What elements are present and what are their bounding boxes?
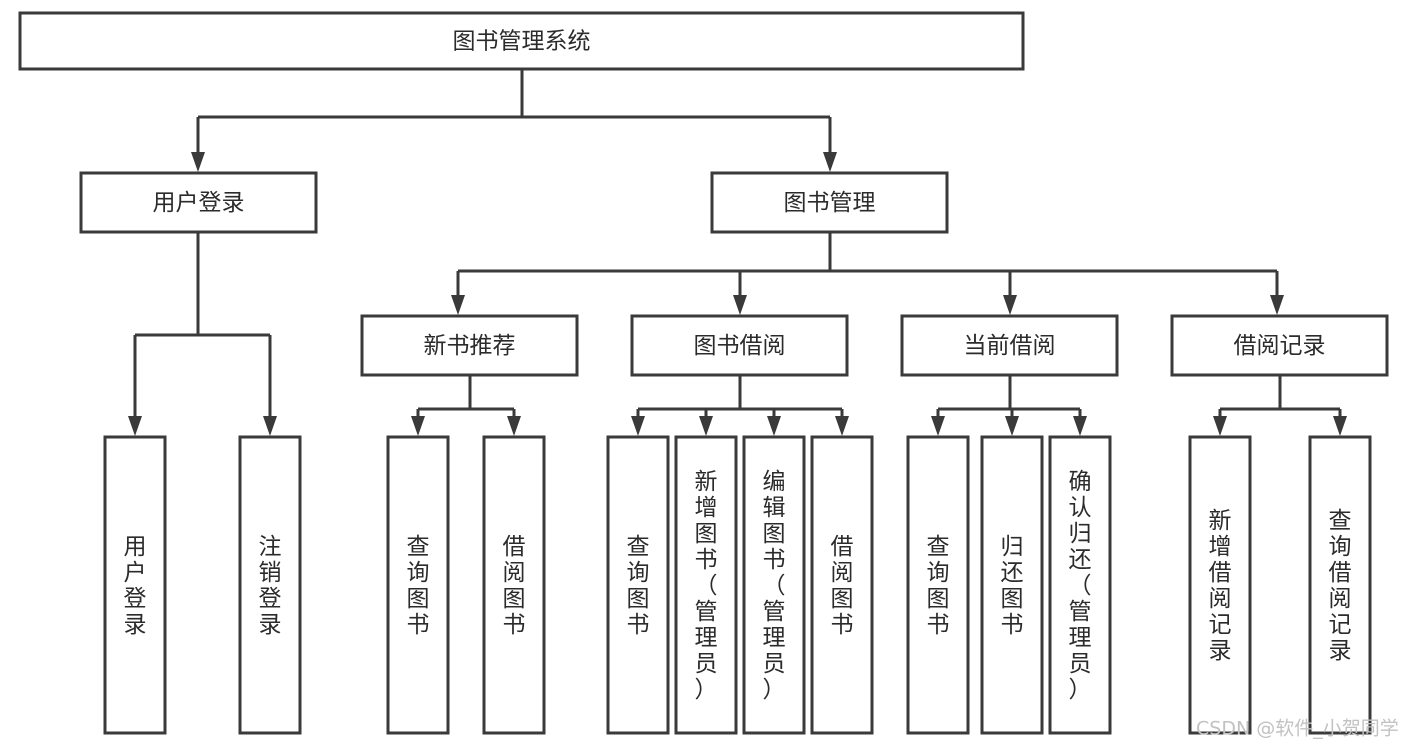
connector-arrow-icon	[451, 295, 465, 315]
node-leaf-add-book[interactable]: 新增图书（管理员）	[674, 435, 738, 735]
node-label-leaf-return-book: 归还图书	[1001, 534, 1024, 638]
node-label-user-login: 用户登录	[153, 190, 245, 216]
node-label-book-management: 图书管理	[784, 190, 876, 216]
node-label-root: 图书管理系统	[453, 29, 591, 55]
node-box-leaf-borrow-book[interactable]	[810, 435, 874, 735]
connector-arrow-icon	[1333, 416, 1347, 436]
node-borrow-record[interactable]: 借阅记录	[1170, 314, 1389, 377]
connector-arrow-icon	[411, 416, 425, 436]
node-box-leaf-edit-book[interactable]	[742, 435, 806, 735]
connector-arrow-icon	[631, 416, 645, 436]
connector-arrow-icon	[767, 416, 781, 436]
connector-arrow-icon	[1003, 295, 1017, 315]
node-box-leaf-query-borrow-record[interactable]	[1308, 435, 1372, 735]
connector-arrow-icon	[263, 416, 277, 436]
node-label-leaf-edit-book: 编辑图书（管理员）	[763, 469, 786, 703]
node-book-borrow[interactable]: 图书借阅	[630, 314, 849, 377]
connector-group-record-to-leaves	[1213, 375, 1347, 436]
node-label-leaf-add-book: 新增图书（管理员）	[695, 469, 718, 703]
node-box-leaf-query-book-recommend[interactable]	[386, 435, 450, 735]
connector-group-userlogin-to-leaves	[128, 232, 277, 436]
connector-arrow-icon	[733, 295, 747, 315]
node-label-book-borrow: 图书借阅	[694, 333, 786, 359]
nodes-layer: 图书管理系统用户登录图书管理新书推荐图书借阅当前借阅借阅记录用户登录注销登录查询…	[18, 11, 1389, 735]
node-leaf-borrow-book-recommend[interactable]: 借阅图书	[482, 435, 546, 735]
connector-arrow-icon	[1270, 295, 1284, 315]
connector-arrow-icon	[835, 416, 849, 436]
node-label-current-borrow: 当前借阅	[964, 333, 1056, 359]
connector-arrow-icon	[128, 416, 142, 436]
node-label-leaf-borrow-book-recommend: 借阅图书	[503, 534, 526, 638]
node-leaf-borrow-book[interactable]: 借阅图书	[810, 435, 874, 735]
node-box-leaf-user-login[interactable]	[103, 435, 167, 735]
connector-group-bookmgmt-to-level2	[451, 232, 1284, 315]
node-new-book-recommend[interactable]: 新书推荐	[360, 314, 579, 377]
node-box-leaf-borrow-book-recommend[interactable]	[482, 435, 546, 735]
node-box-root[interactable]	[18, 11, 1025, 71]
node-label-leaf-logout: 注销登录	[259, 534, 282, 638]
node-leaf-query-book-current[interactable]: 查询图书	[906, 435, 970, 735]
node-box-leaf-return-book[interactable]	[980, 435, 1044, 735]
node-label-leaf-confirm-return: 确认归还（管理员）	[1069, 469, 1092, 703]
connector-arrow-icon	[507, 416, 521, 436]
node-box-new-book-recommend[interactable]	[360, 314, 579, 377]
node-box-leaf-logout[interactable]	[238, 435, 302, 735]
node-leaf-query-book-recommend[interactable]: 查询图书	[386, 435, 450, 735]
node-box-leaf-add-borrow-record[interactable]	[1188, 435, 1252, 735]
node-root[interactable]: 图书管理系统	[18, 11, 1025, 71]
node-box-borrow-record[interactable]	[1170, 314, 1389, 377]
node-box-leaf-query-book-current[interactable]	[906, 435, 970, 735]
node-box-leaf-query-book-borrow[interactable]	[606, 435, 670, 735]
connector-arrow-icon	[823, 152, 837, 172]
node-label-new-book-recommend: 新书推荐	[424, 333, 516, 359]
node-leaf-edit-book[interactable]: 编辑图书（管理员）	[742, 435, 806, 735]
node-label-borrow-record: 借阅记录	[1234, 333, 1326, 359]
node-box-user-login[interactable]	[79, 171, 318, 234]
node-leaf-add-borrow-record[interactable]: 新增借阅记录	[1188, 435, 1252, 735]
node-box-book-borrow[interactable]	[630, 314, 849, 377]
node-user-login[interactable]: 用户登录	[79, 171, 318, 234]
node-label-leaf-query-borrow-record: 查询借阅记录	[1329, 508, 1352, 664]
connector-group-recommend-to-leaves	[411, 375, 521, 436]
connector-arrow-icon	[1073, 416, 1087, 436]
node-label-leaf-borrow-book: 借阅图书	[831, 534, 854, 638]
node-box-leaf-confirm-return[interactable]	[1048, 435, 1112, 735]
node-current-borrow[interactable]: 当前借阅	[900, 314, 1119, 377]
node-label-leaf-user-login: 用户登录	[124, 534, 147, 638]
node-leaf-confirm-return[interactable]: 确认归还（管理员）	[1048, 435, 1112, 735]
node-box-book-management[interactable]	[710, 171, 949, 234]
connector-group-borrow-to-leaves	[631, 375, 849, 436]
connector-arrow-icon	[699, 416, 713, 436]
connector-arrow-icon	[1005, 416, 1019, 436]
node-leaf-query-borrow-record[interactable]: 查询借阅记录	[1308, 435, 1372, 735]
csdn-watermark: CSDN @软件_小贺同学	[1196, 718, 1399, 740]
node-label-leaf-query-book-borrow: 查询图书	[627, 534, 650, 638]
connector-group-root-to-level1	[191, 69, 837, 172]
connector-arrow-icon	[931, 416, 945, 436]
node-label-leaf-query-book-current: 查询图书	[927, 534, 950, 638]
connector-arrow-icon	[1213, 416, 1227, 436]
node-label-leaf-query-book-recommend: 查询图书	[407, 534, 430, 638]
node-leaf-logout[interactable]: 注销登录	[238, 435, 302, 735]
node-book-management[interactable]: 图书管理	[710, 171, 949, 234]
node-label-leaf-add-borrow-record: 新增借阅记录	[1209, 508, 1232, 664]
connector-group-current-to-leaves	[931, 375, 1087, 436]
node-box-leaf-add-book[interactable]	[674, 435, 738, 735]
node-box-current-borrow[interactable]	[900, 314, 1119, 377]
node-leaf-query-book-borrow[interactable]: 查询图书	[606, 435, 670, 735]
node-leaf-user-login[interactable]: 用户登录	[103, 435, 167, 735]
node-leaf-return-book[interactable]: 归还图书	[980, 435, 1044, 735]
connectors-layer	[128, 69, 1347, 436]
connector-arrow-icon	[191, 152, 205, 172]
